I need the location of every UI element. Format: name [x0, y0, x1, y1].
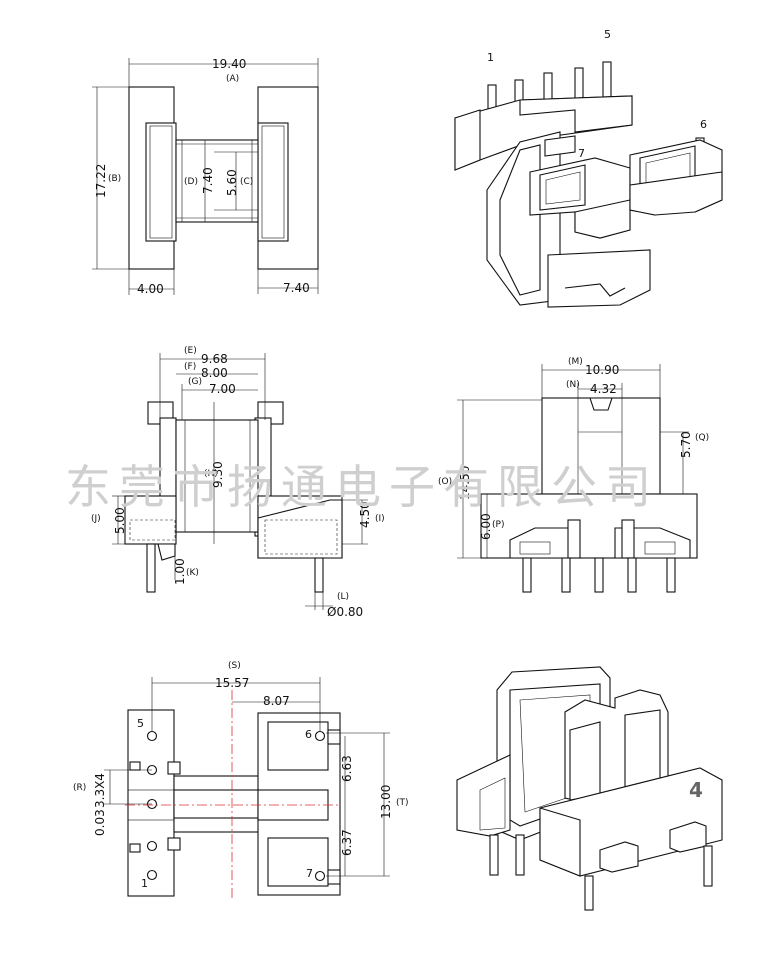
iso1-pin-7-label: 7 — [578, 147, 585, 160]
dim-n-tag: (N) — [566, 380, 580, 390]
dim-f-value: 8.00 — [201, 366, 228, 380]
bottom-view: 5 1 6 7 15.57 (S) 8.07 6.63 6.37 13.00 (… — [73, 661, 409, 900]
dim-r-tag: (R) — [73, 783, 86, 793]
top-view: 19.40 (A) 17.22 (B) 7.40 (D) 5.60 (C) 4.… — [92, 57, 319, 296]
dim-74-value: 7.40 — [283, 281, 310, 295]
bottom-pin-7-label: 7 — [306, 867, 313, 880]
dim-807-value: 8.07 — [263, 694, 290, 708]
dim-m-tag: (M) — [568, 357, 583, 367]
dim-j-tag: (J) — [91, 514, 101, 524]
dim-r-value: 3.3X4 — [93, 773, 107, 808]
dim-k-tag: (K) — [186, 568, 199, 578]
bottom-pin-6-label: 6 — [305, 728, 312, 741]
dim-g-tag: (G) — [188, 377, 202, 387]
dim-m-value: 10.90 — [585, 363, 619, 377]
dim-p-value: 6.00 — [479, 513, 493, 540]
dim-i-tag: (I) — [375, 514, 385, 524]
dim-d-tag: (D) — [184, 177, 198, 187]
dim-c-value: 5.60 — [225, 169, 239, 196]
dim-h-tag: (H) — [204, 469, 218, 479]
dim-t-tag: (T) — [396, 798, 409, 808]
iso1-pin-5-label: 5 — [604, 28, 611, 41]
dim-k-value: 1.00 — [173, 558, 187, 585]
dim-e-tag: (E) — [184, 346, 197, 356]
dim-637-value: 6.37 — [340, 829, 354, 856]
iso2-pin-4-label: 4 — [689, 778, 703, 802]
dim-s-value: 15.57 — [215, 676, 249, 690]
bottom-pin-5-label: 5 — [137, 717, 144, 730]
bottom-pin-1-label: 1 — [141, 877, 148, 890]
dim-o-value: 14.50 — [458, 466, 472, 500]
dim-b-tag: (B) — [108, 174, 121, 184]
watermark-company-name: 东莞市扬通电子有限公司 — [65, 460, 659, 514]
dim-003-value: 0.03 — [93, 809, 107, 836]
dim-g-value: 7.00 — [209, 382, 236, 396]
dim-e-value: 9.68 — [201, 352, 228, 366]
dim-j-value: 5.00 — [113, 507, 127, 534]
dim-l-tag: (L) — [337, 592, 349, 602]
dim-q-value: 5.70 — [679, 431, 693, 458]
dim-663-value: 6.63 — [340, 755, 354, 782]
front-view: 9.68 (E) 8.00 (F) 7.00 (G) 9.30 (H) 5.00… — [91, 346, 385, 619]
iso1-pin-6-label: 6 — [700, 118, 707, 131]
dim-n-value: 4.32 — [590, 382, 617, 396]
dim-h-value: 9.30 — [211, 461, 225, 488]
side-view: 10.90 (M) 4.32 (N) 14.50 (O) 6.00 (P) 5.… — [438, 357, 709, 593]
dim-b-value: 17.22 — [94, 164, 108, 198]
dim-c-tag: (C) — [240, 177, 253, 187]
dim-o-tag: (O) — [438, 477, 452, 487]
dim-l-value: Ø0.80 — [327, 605, 363, 619]
dim-s-tag: (S) — [228, 661, 241, 671]
dim-i-value: 4.50 — [358, 501, 372, 528]
dim-p-tag: (P) — [492, 520, 504, 530]
dim-d-value: 7.40 — [201, 167, 215, 194]
iso-view-2: 4 — [456, 666, 723, 911]
dim-4-value: 4.00 — [137, 282, 164, 296]
dim-a-tag: (A) — [226, 74, 239, 84]
iso1-pin-1-label: 1 — [487, 51, 494, 64]
dim-t-value: 13.00 — [379, 785, 393, 819]
dim-f-tag: (F) — [184, 362, 196, 372]
dim-q-tag: (Q) — [695, 433, 709, 443]
dim-a-value: 19.40 — [212, 57, 246, 71]
iso-view-1: 1 5 6 7 — [454, 28, 723, 308]
